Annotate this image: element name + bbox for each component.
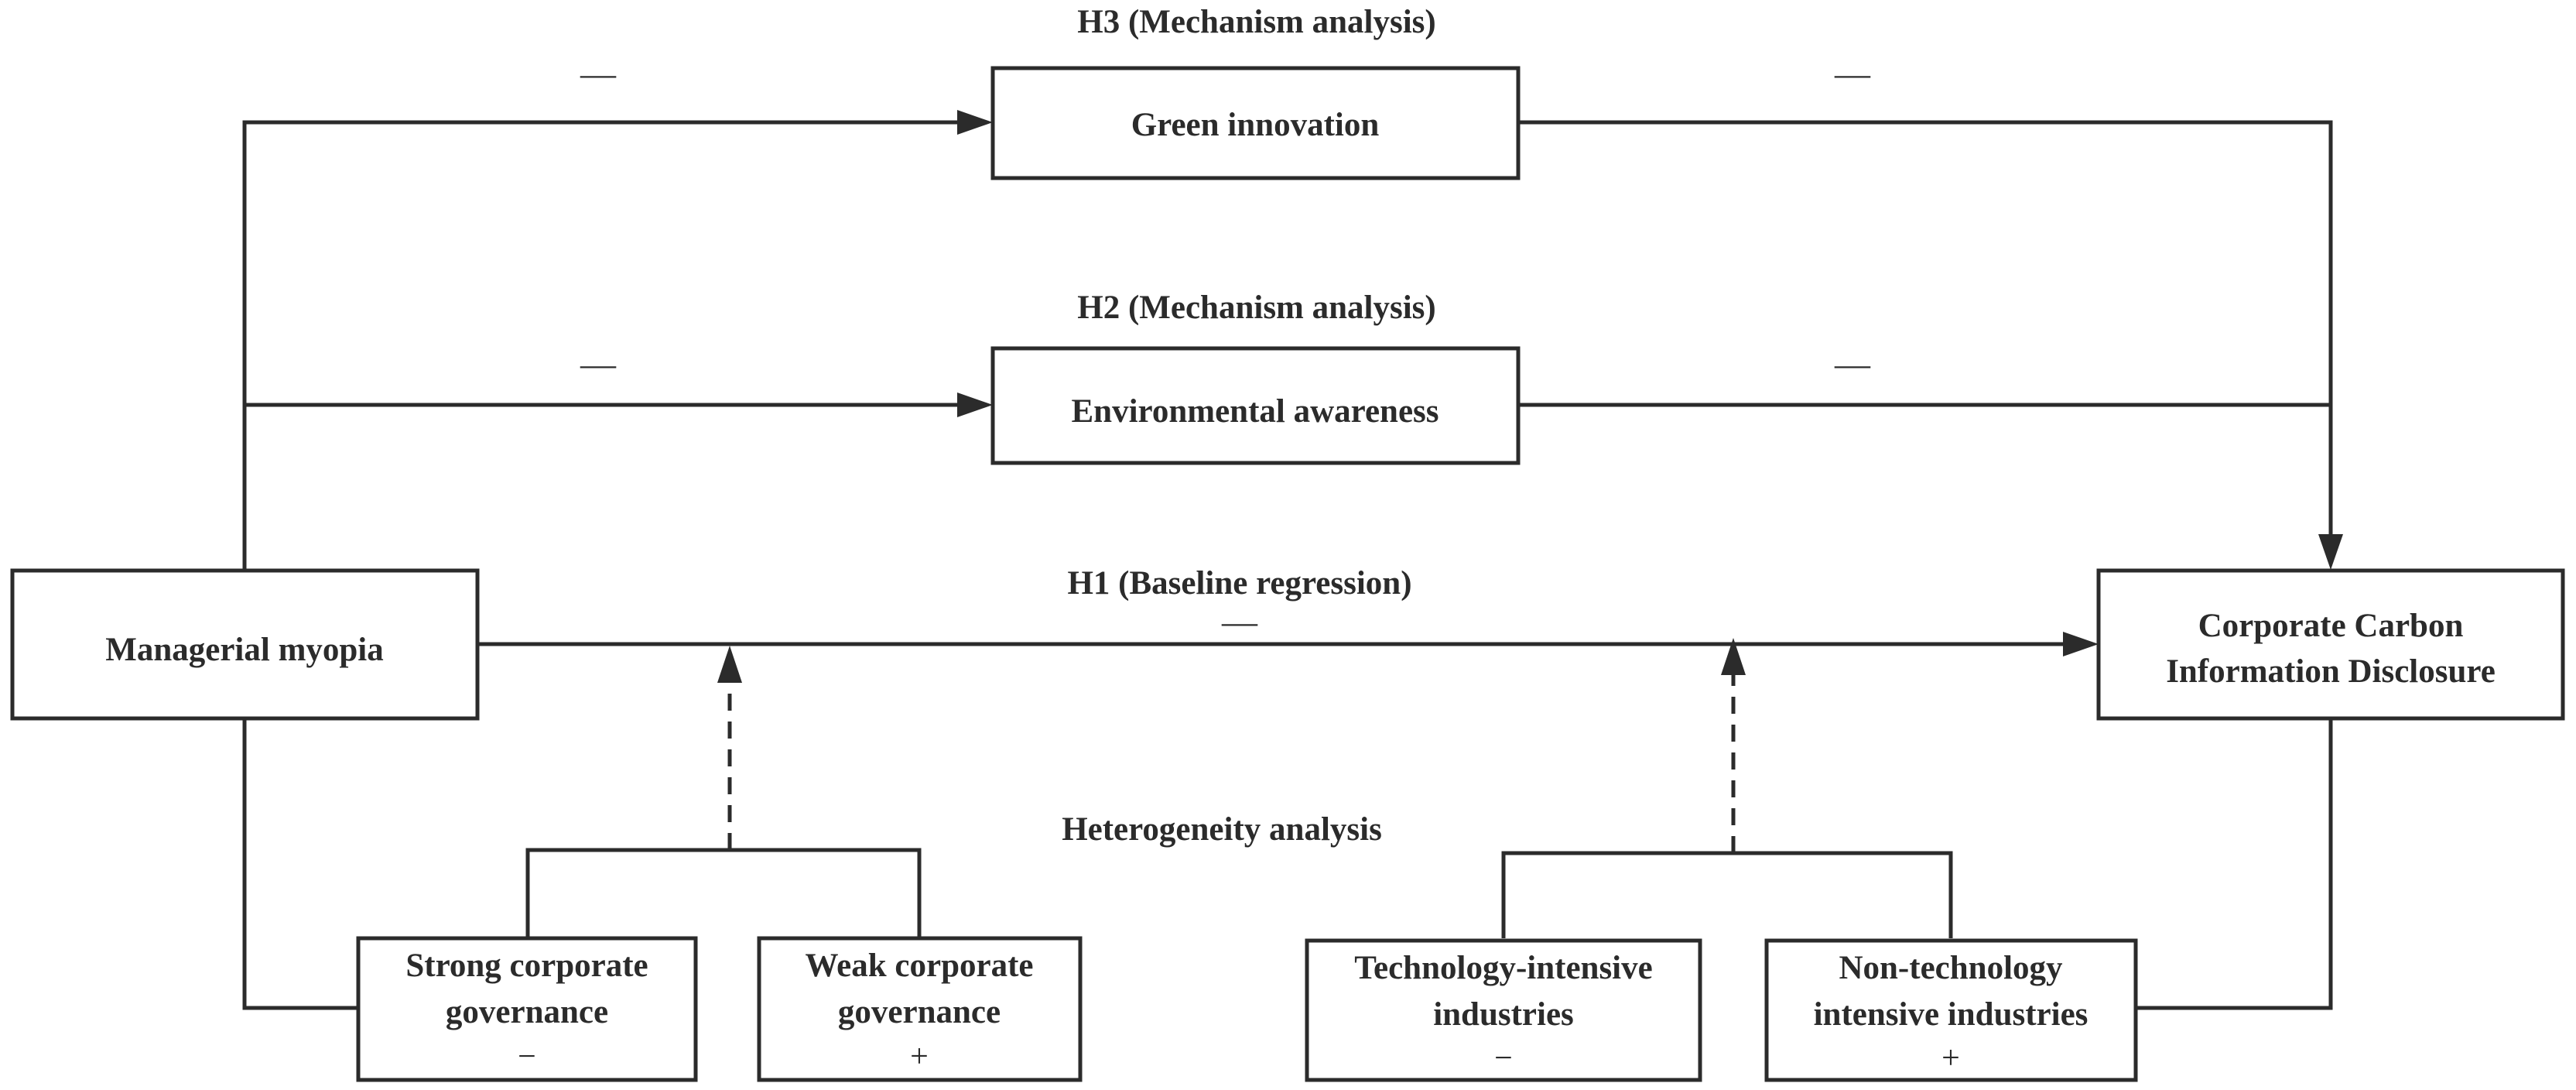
sign-h3-left: — [580,53,617,93]
arrowhead-disclosure-top [2318,534,2343,570]
bracket-industries [1501,851,1953,938]
label-h2: H2 (Mechanism analysis) [1077,290,1435,326]
sign-h2-left: — [580,344,617,383]
arrowhead-baseline-disclosure [2063,632,2099,656]
sign-h2-right: — [1834,344,1871,383]
node-weak-governance-label-line1: Weak corporate [806,948,1034,984]
node-environmental-awareness: Environmental awareness [990,346,1521,465]
arrowhead-moderation-governance [717,646,742,683]
node-strong-governance-sign: − [518,1039,536,1075]
connector-myopia-to-strong-governance [242,718,358,1010]
node-managerial-myopia-label: Managerial myopia [105,632,384,668]
node-strong-governance-label-line1: Strong corporate [405,948,648,984]
node-technology-intensive-label-line2: industries [1433,996,1574,1033]
node-green-innovation: Green innovation [990,66,1521,180]
node-technology-intensive-sign: − [1494,1040,1513,1076]
node-weak-governance-label-line2: governance [838,994,1001,1030]
connector-disclosure-to-non-technology [2136,718,2333,1010]
node-carbon-disclosure-label-line1: Corporate Carbon [2198,608,2464,644]
node-green-innovation-label: Green innovation [1131,107,1380,143]
sign-h3-right: — [1834,53,1871,93]
node-technology-intensive-label-line1: Technology-intensive [1354,950,1652,986]
node-carbon-disclosure-label-line2: Information Disclosure [2166,653,2496,690]
sign-h1: — [1221,602,1258,641]
arrowhead-moderation-industries [1721,638,1746,675]
node-carbon-disclosure: Corporate Carbon Information Disclosure [2096,568,2565,721]
arrowhead-green-innovation [957,110,993,135]
connector-green-innovation-to-disclosure [1518,120,2333,534]
node-non-technology-intensive-label-line1: Non-technology [1839,950,2063,986]
bracket-governance [525,848,922,938]
label-h1: H1 (Baseline regression) [1067,565,1411,602]
node-weak-governance: Weak corporate governance + [757,936,1083,1082]
node-non-technology-intensive-label-line2: intensive industries [1814,996,2089,1033]
node-non-technology-intensive: Non-technology intensive industries + [1764,938,2138,1082]
label-heterogeneity: Heterogeneity analysis [1062,811,1382,848]
node-weak-governance-sign: + [910,1039,929,1075]
node-strong-governance-label-line2: governance [446,994,608,1030]
arrowhead-environmental-awareness [957,392,993,417]
node-non-technology-intensive-sign: + [1941,1040,1960,1076]
node-environmental-awareness-label: Environmental awareness [1071,393,1439,430]
node-technology-intensive: Technology-intensive industries − [1305,938,1702,1082]
label-h3: H3 (Mechanism analysis) [1077,4,1435,40]
connector-myopia-to-green-innovation [242,120,957,571]
node-managerial-myopia: Managerial myopia [10,568,480,721]
node-strong-governance: Strong corporate governance − [356,936,698,1082]
